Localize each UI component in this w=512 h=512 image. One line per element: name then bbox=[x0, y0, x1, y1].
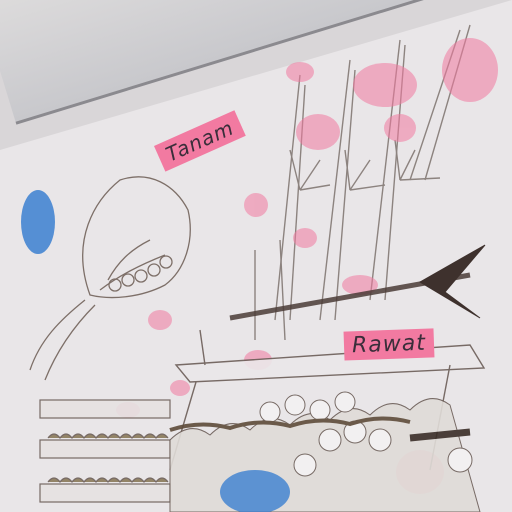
label-rawat: Rawat bbox=[343, 328, 435, 361]
blue-dot bbox=[21, 190, 55, 254]
hand-sketch bbox=[29, 176, 191, 381]
blue-splotch bbox=[220, 470, 290, 512]
sprayer-sketch bbox=[229, 244, 486, 321]
seed-trays bbox=[39, 399, 171, 503]
